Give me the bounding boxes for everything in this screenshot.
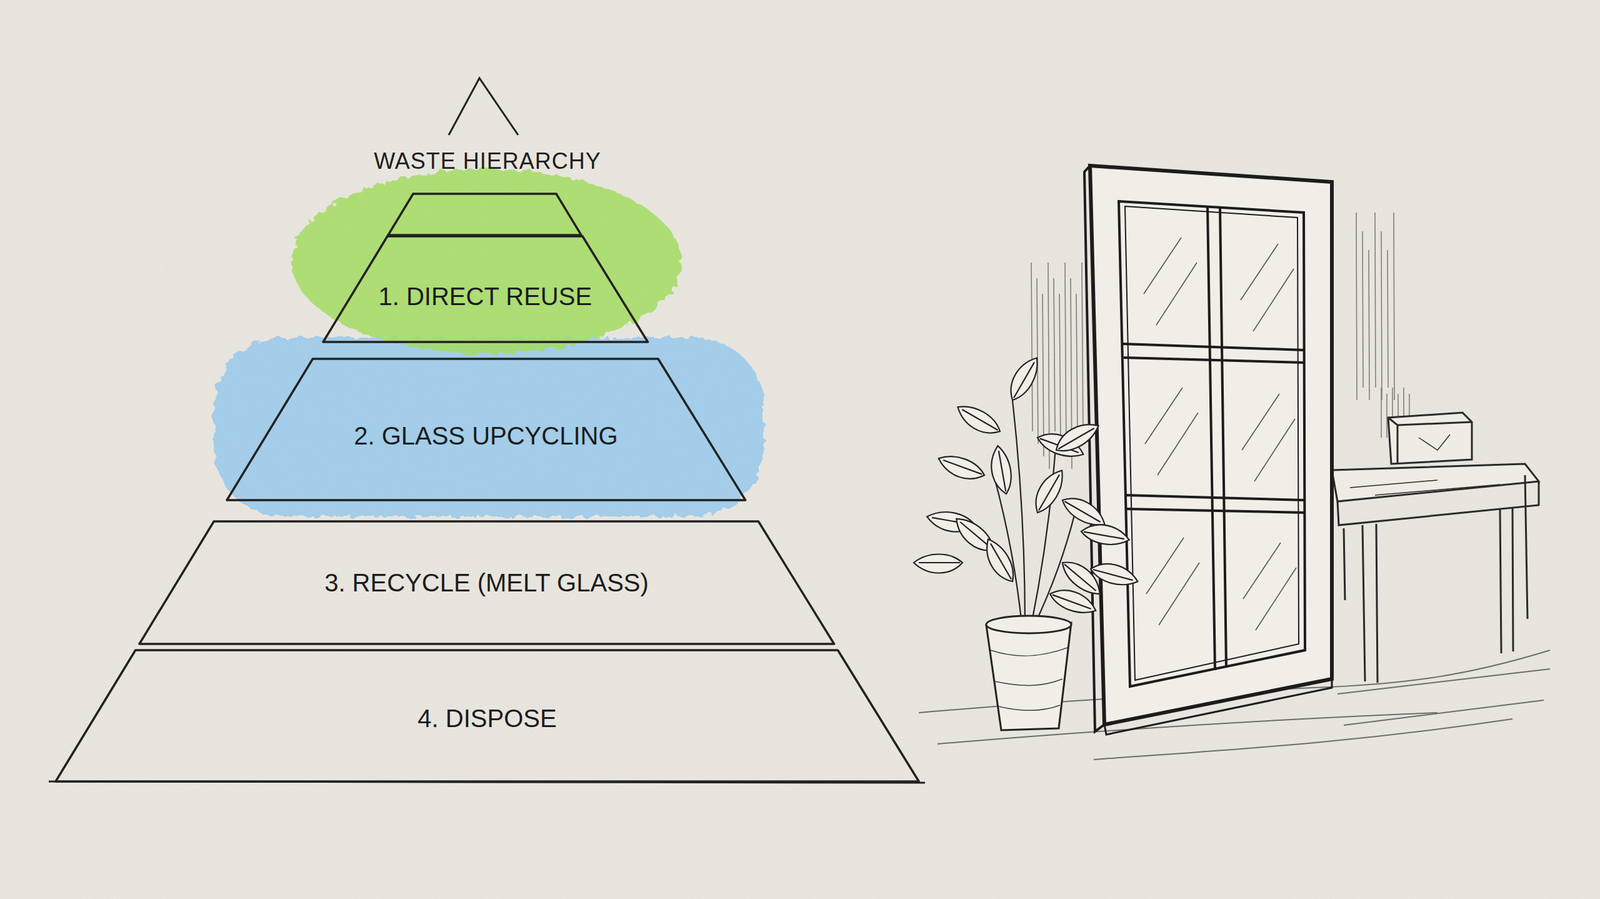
green-highlight xyxy=(291,168,682,354)
band-label: 1. DIRECT REUSE xyxy=(378,282,593,311)
band-trapezoid xyxy=(226,358,746,500)
pyramid-tip xyxy=(388,193,582,235)
band-trapezoid xyxy=(323,236,649,342)
potted-plant xyxy=(913,352,1141,730)
pyramid-band: 1. DIRECT REUSE xyxy=(323,236,649,342)
band-trapezoid xyxy=(139,521,835,644)
window-frame xyxy=(1084,165,1332,735)
band-label: 2. GLASS UPCYCLING xyxy=(353,421,618,450)
apex-symbol xyxy=(448,78,519,135)
diagram-title: WASTE HIERARCHY xyxy=(373,148,602,175)
band-trapezoid xyxy=(55,650,919,782)
side-table xyxy=(1331,463,1539,683)
band-label: 3. RECYCLE (MELT GLASS) xyxy=(324,568,649,597)
pyramid-band: 3. RECYCLE (MELT GLASS) xyxy=(139,521,835,644)
band-label: 4. DISPOSE xyxy=(417,704,557,733)
pyramid-band: 2. GLASS UPCYCLING xyxy=(226,358,746,500)
pyramid-band: 4. DISPOSE xyxy=(55,650,919,782)
box xyxy=(1388,412,1472,464)
blue-highlight xyxy=(213,337,764,517)
